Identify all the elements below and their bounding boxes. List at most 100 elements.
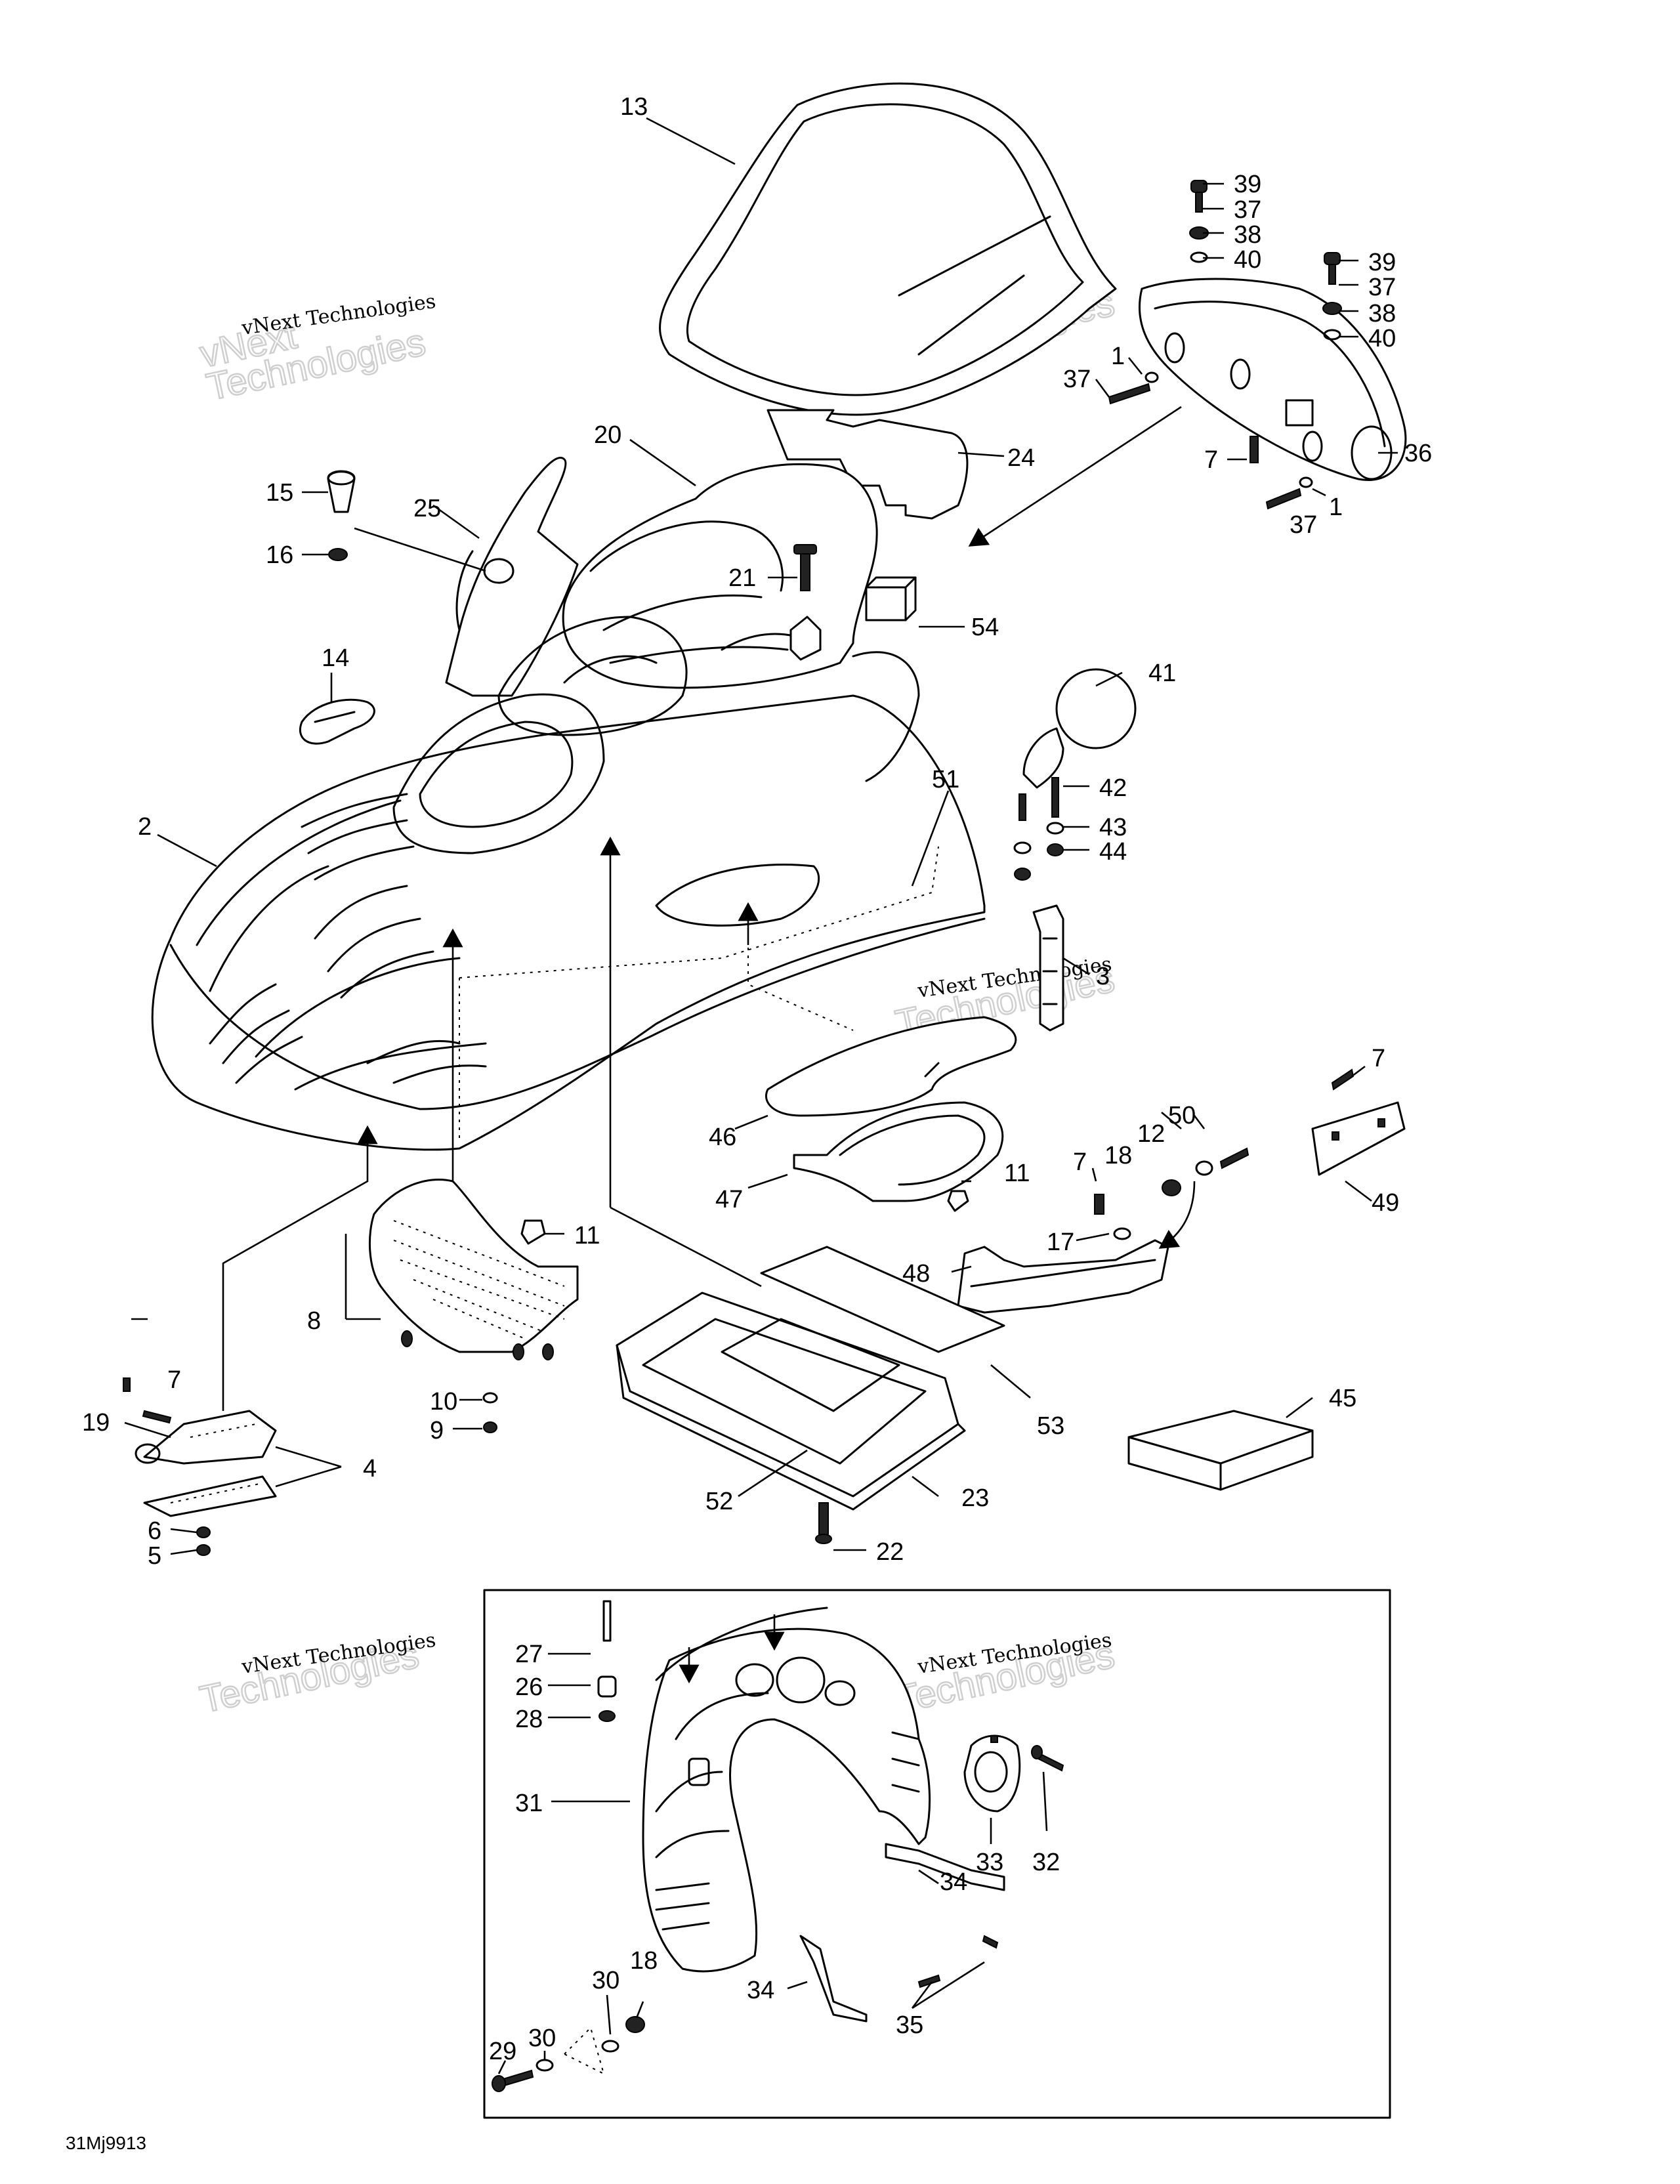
callout-24: 24 xyxy=(1007,444,1035,472)
support-34-upper xyxy=(885,1843,1005,1891)
callout-20: 20 xyxy=(594,421,621,449)
watermark-lower-center: Technologies vNext Technologies xyxy=(891,1629,1119,1722)
callout-labels: 13 39 37 38 40 39 37 38 40 1 37 7 36 1 3… xyxy=(82,93,1432,2065)
callout-38: 38 xyxy=(1368,300,1396,327)
callout-32: 32 xyxy=(1032,1849,1060,1876)
callout-12: 12 xyxy=(1137,1120,1165,1148)
callout-22: 22 xyxy=(876,1538,904,1566)
callout-28: 28 xyxy=(515,1706,543,1733)
callout-1: 1 xyxy=(1111,343,1125,370)
callout-25: 25 xyxy=(413,495,441,522)
clip-54 xyxy=(865,576,917,621)
watermark-lower-left: Technologies vNext Technologies xyxy=(196,1629,437,1722)
callout-21: 21 xyxy=(728,564,756,592)
panel-46 xyxy=(765,1016,1017,1117)
callout-7: 7 xyxy=(1073,1148,1087,1176)
inner-fender-31 xyxy=(642,1606,931,1973)
callout-47: 47 xyxy=(715,1186,743,1213)
screw-37-right xyxy=(1250,436,1313,510)
clip-11-right xyxy=(947,1190,969,1212)
watermark-top-left: vNext Technologies vNext Technologies xyxy=(196,290,437,410)
callout-15: 15 xyxy=(266,479,293,507)
callout-38: 38 xyxy=(1234,221,1261,249)
bracket-3 xyxy=(1032,904,1064,1032)
leader-lines xyxy=(124,117,1398,2074)
callout-33: 33 xyxy=(976,1849,1003,1876)
windshield xyxy=(659,82,1117,416)
screw-37-left xyxy=(1108,371,1159,405)
callout-49: 49 xyxy=(1372,1189,1399,1217)
washer-16 xyxy=(328,548,348,561)
bumper-15 xyxy=(327,470,356,513)
callout-43: 43 xyxy=(1099,814,1127,841)
callout-5: 5 xyxy=(148,1542,161,1570)
fasteners-9-10 xyxy=(482,1392,498,1433)
callout-54: 54 xyxy=(971,614,999,641)
callout-3: 3 xyxy=(1096,963,1110,990)
callout-51: 51 xyxy=(932,766,959,793)
callout-42: 42 xyxy=(1099,774,1127,802)
screws-42-44 xyxy=(1013,777,1064,881)
callout-7: 7 xyxy=(1204,446,1218,474)
callout-53: 53 xyxy=(1037,1412,1064,1440)
callout-31: 31 xyxy=(515,1790,543,1817)
callout-37: 37 xyxy=(1234,196,1261,224)
callout-7: 7 xyxy=(1372,1045,1385,1072)
mirror-41 xyxy=(1022,668,1137,789)
callout-19: 19 xyxy=(82,1409,110,1437)
callout-2: 2 xyxy=(138,813,152,841)
bolt-22 xyxy=(815,1502,832,1544)
bolt-21 xyxy=(789,544,822,661)
bolt-set-a xyxy=(1189,180,1209,263)
callout-9: 9 xyxy=(430,1417,444,1444)
callout-52: 52 xyxy=(705,1488,733,1515)
bolt-set-b xyxy=(1322,252,1342,341)
plate-49 xyxy=(1311,1068,1406,1176)
callout-30: 30 xyxy=(592,1967,620,1994)
bolt-29 xyxy=(492,2016,645,2092)
callout-44: 44 xyxy=(1099,838,1127,866)
grille-8 xyxy=(369,1178,579,1360)
tray-47 xyxy=(793,1101,1004,1202)
callout-35: 35 xyxy=(896,2011,923,2039)
callout-36: 36 xyxy=(1404,440,1432,467)
callout-11: 11 xyxy=(1004,1160,1030,1187)
callout-11: 11 xyxy=(574,1222,600,1250)
callout-40: 40 xyxy=(1234,246,1261,274)
callout-34: 34 xyxy=(940,1868,967,1896)
footrest-4 xyxy=(135,1410,277,1517)
hardware-5-6-7-19 xyxy=(123,1377,211,1556)
detail-box xyxy=(483,1589,1391,2119)
vent-33 xyxy=(963,1734,1021,1813)
callout-13: 13 xyxy=(620,93,648,121)
rear-fairing-36 xyxy=(1138,278,1407,481)
callout-37: 37 xyxy=(1063,366,1091,393)
callout-27: 27 xyxy=(515,1641,543,1668)
callout-26: 26 xyxy=(515,1673,543,1701)
callout-14: 14 xyxy=(322,644,349,672)
callout-45: 45 xyxy=(1329,1385,1356,1412)
diagram-code: 31Mj9913 xyxy=(66,2133,146,2153)
callout-39: 39 xyxy=(1234,171,1261,198)
rivets-35 xyxy=(917,1935,999,1988)
callout-40: 40 xyxy=(1368,325,1396,352)
storage-tray-52 xyxy=(616,1292,966,1511)
callout-23: 23 xyxy=(961,1484,989,1512)
callout-50: 50 xyxy=(1168,1102,1196,1129)
callout-7: 7 xyxy=(167,1366,181,1394)
pad-45 xyxy=(1127,1410,1314,1491)
callout-10: 10 xyxy=(430,1388,457,1416)
callout-16: 16 xyxy=(266,541,293,569)
callout-34: 34 xyxy=(747,1977,774,2004)
callout-8: 8 xyxy=(307,1307,321,1335)
cover-53 xyxy=(760,1246,1005,1353)
callout-37: 37 xyxy=(1368,274,1396,301)
handle-14 xyxy=(299,698,375,745)
callout-17: 17 xyxy=(1047,1228,1074,1256)
callout-4: 4 xyxy=(363,1455,377,1482)
callout-18: 18 xyxy=(630,1947,658,1975)
callout-29: 29 xyxy=(489,2038,516,2065)
callout-6: 6 xyxy=(148,1517,161,1545)
callout-39: 39 xyxy=(1368,249,1396,276)
